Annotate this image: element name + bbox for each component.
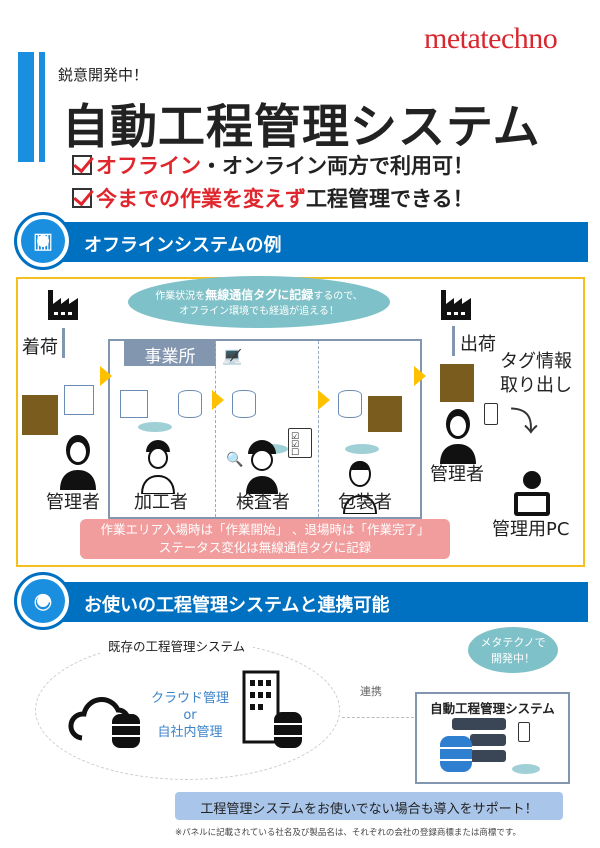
bubble-text: するので、 — [313, 291, 363, 302]
checkbox-icon — [72, 188, 92, 208]
monitor-pie-icon: ◔ — [14, 572, 72, 630]
section-title: お使いの工程管理システムと連携可能 — [84, 595, 390, 616]
note-line: 作業エリア入場時は「作業開始」 、退場時は「作業完了」 — [100, 522, 430, 537]
divider — [215, 341, 216, 517]
feature-highlight: 今までの作業を変えず — [96, 187, 306, 211]
flow-arrow — [100, 366, 112, 386]
office-area — [108, 339, 422, 519]
bubble-bold: 無線通信タグに記録 — [205, 288, 314, 302]
office-label: 事業所 — [124, 340, 216, 367]
accent-bar-thin — [39, 52, 45, 162]
checkbox-icon — [72, 155, 92, 175]
flow-arrow — [414, 366, 426, 386]
cloud-text: or — [183, 708, 197, 723]
role-label: 管理用PC — [492, 519, 570, 540]
section-header-offline: オフラインシステムの例 — [50, 222, 588, 262]
tag-info-line: タグ情報 — [500, 351, 572, 372]
packer-person-icon — [342, 461, 378, 514]
support-banner: 工程管理システムをお使いでない場合も導入をサポート！ — [175, 792, 563, 820]
bubble-text: メタテクノで — [480, 636, 546, 649]
wireless-tag-device-icon — [518, 722, 530, 742]
feature-offline: オフライン・オンライン両方で利用可！ — [72, 150, 474, 180]
empty-box-icon — [64, 385, 94, 415]
note-line: ステータス変化は無線通信タグに記録 — [158, 540, 372, 555]
factory-icon — [441, 290, 471, 320]
feature-text: ・オンライン両方で利用可！ — [201, 154, 474, 178]
no-wifi-laptop-icon: 💻̸ — [222, 346, 242, 365]
tagged-box-icon — [120, 390, 148, 418]
existing-system-label: 既存の工程管理システム — [100, 634, 254, 657]
section-header-integration: お使いの工程管理システムと連携可能 — [50, 582, 588, 622]
worker-person-icon — [140, 440, 176, 494]
curved-arrow-icon: ⤵ — [510, 405, 539, 438]
speech-bubble: 作業状況を無線通信タグに記録するので、 オフライン環境でも経過が追える！ — [128, 276, 390, 328]
outbound-label: 出荷 — [460, 334, 496, 355]
feature-highlight: オフライン — [96, 154, 201, 178]
tag-info-line: 取り出し — [500, 375, 572, 396]
auto-process-system-box: 自動工程管理システム — [415, 692, 570, 784]
inbound-arrow — [62, 328, 65, 358]
magnifier-icon: 🔍 — [226, 452, 244, 468]
cloud-database-icon — [68, 697, 140, 748]
wireless-tag-icon — [512, 764, 540, 774]
box-icon — [440, 364, 474, 402]
integration-label: 連携 — [360, 685, 382, 698]
inspector-person-icon — [246, 440, 278, 494]
flow-arrow — [318, 390, 330, 410]
server-database-icon — [440, 718, 506, 772]
integration-arrow — [342, 717, 414, 718]
wireless-tag-device-icon — [484, 403, 498, 425]
cylinder-icon — [338, 390, 362, 418]
feature-text: 工程管理できる！ — [306, 187, 474, 211]
manager-person-icon — [60, 435, 96, 490]
wireless-tag-icon — [345, 444, 379, 454]
bubble-text: オフライン環境でも経過が追える！ — [179, 306, 339, 317]
bubble-text: 作業状況を — [155, 291, 206, 302]
flow-arrow — [212, 390, 224, 410]
factory-icon — [48, 290, 78, 320]
tag-info-label: タグ情報取り出し — [500, 350, 572, 398]
inbound-label: 着荷 — [22, 337, 58, 358]
cloud-or-onprem: クラウド管理 or 自社内管理 — [140, 690, 240, 741]
status-note: 作業エリア入場時は「作業開始」 、退場時は「作業完了」ステータス変化は無線通信タ… — [80, 519, 450, 559]
role-label: 加工者 — [134, 492, 188, 513]
divider — [318, 341, 319, 517]
box-icon — [22, 395, 58, 435]
outbound-arrow — [452, 326, 455, 356]
wireless-tag-icon — [138, 422, 172, 432]
role-label: 検査者 — [236, 492, 290, 513]
metatechno-logo: metatechno — [424, 22, 558, 55]
tagged-cylinder-icon — [178, 390, 202, 418]
system-label: 自動工程管理システム — [430, 701, 555, 716]
speech-bubble-dev: メタテクノで開発中！ — [468, 627, 558, 673]
checklist-icon: ☑☑☐ — [288, 428, 312, 458]
role-label: 包装者 — [338, 492, 392, 513]
tagged-cylinder-icon — [232, 390, 256, 418]
bubble-text: 開発中！ — [491, 652, 535, 665]
building-database-icon — [242, 670, 302, 748]
page-title: 自動工程管理システム — [62, 100, 541, 155]
role-label: 管理者 — [46, 492, 100, 513]
feature-no-change: 今までの作業を変えず工程管理できる！ — [72, 183, 474, 213]
cloud-text: クラウド管理 — [150, 691, 229, 706]
subtitle: 鋭意開発中！ — [58, 66, 149, 84]
section-title: オフラインシステムの例 — [84, 235, 282, 256]
trademark-footnote: ※パネルに記載されている社名及び製品名は、それぞれの会社の登録商標または商標です… — [175, 828, 522, 838]
box-icon — [368, 396, 402, 432]
pc-user-icon — [514, 471, 550, 516]
accent-bar — [18, 52, 34, 162]
cloud-text: 自社内管理 — [157, 725, 223, 740]
chart-presentation-icon: ▥ — [14, 212, 72, 270]
manager-person-icon — [440, 409, 476, 464]
role-label: 管理者 — [430, 464, 484, 485]
